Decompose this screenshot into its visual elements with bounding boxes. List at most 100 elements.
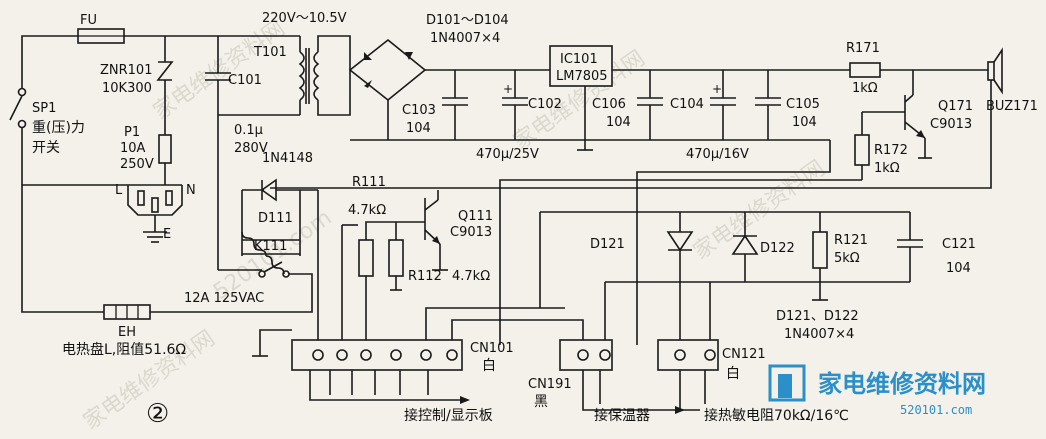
znr-label: ZNR101 xyxy=(100,63,152,78)
resistor-icon xyxy=(812,231,828,269)
eh-label: EH xyxy=(118,325,136,340)
q171-label: Q171 xyxy=(938,99,973,114)
resistor-icon xyxy=(388,239,404,277)
c101-label: C101 xyxy=(228,73,262,88)
t101-label: T101 xyxy=(253,45,287,60)
diode-icon xyxy=(241,178,301,232)
cn121-color: 白 xyxy=(726,366,740,382)
socket-n-label: N xyxy=(186,183,196,198)
relay-rating: 12A 125VAC xyxy=(184,291,264,306)
fuse-icon xyxy=(158,134,172,164)
relay-icon xyxy=(150,231,313,313)
connector-icon xyxy=(291,339,470,404)
capacitor-icon: + xyxy=(502,70,528,140)
d121-note: D121、D122 xyxy=(776,309,859,324)
diode-icon xyxy=(731,212,759,282)
capacitor-icon xyxy=(897,239,923,282)
socket-icon xyxy=(127,184,183,232)
q111-type: C9013 xyxy=(450,225,492,240)
svg-text:+: + xyxy=(712,82,722,96)
connector-icon xyxy=(657,339,719,411)
d111-type: 1N4148 xyxy=(262,151,313,166)
sp1-label: SP1 xyxy=(32,101,56,116)
lm7805-label: LM7805 xyxy=(556,69,608,84)
q171-type: C9013 xyxy=(930,117,972,132)
diode-icon xyxy=(666,212,694,345)
k111-label: K111 xyxy=(254,239,287,254)
to-thermistor: 接热敏电阻70kΩ/16℃ xyxy=(704,407,849,424)
socket-l-label: L xyxy=(115,183,123,198)
d121-label: D121 xyxy=(590,237,625,252)
figure-number: ② xyxy=(146,399,169,429)
p1-label: P1 xyxy=(124,125,140,140)
c102-value: 470μ/25V xyxy=(476,147,539,162)
mains-wiring xyxy=(9,28,300,313)
heater-icon xyxy=(103,304,151,320)
to-keeper: 接保温器 xyxy=(594,407,650,424)
r121-label: R121 xyxy=(834,233,868,248)
r111-value: 4.7kΩ xyxy=(348,203,386,218)
c105-value: 104 xyxy=(792,115,817,130)
capacitor-icon xyxy=(442,70,468,140)
sp1-desc-1: 重(压)力 xyxy=(32,120,85,136)
r171-value: 1kΩ xyxy=(852,81,878,96)
to-control-board: 接控制/显示板 xyxy=(404,407,493,424)
r171-label: R171 xyxy=(846,41,880,56)
regulator-icon xyxy=(549,45,850,151)
c104-label: C104 xyxy=(670,97,704,112)
cn191-color: 黑 xyxy=(534,394,548,410)
d121-note-type: 1N4007×4 xyxy=(784,327,854,342)
c121-label: C121 xyxy=(942,237,976,252)
r112-value: 4.7kΩ xyxy=(452,269,490,284)
heater-description: 电热盘L,阻值51.6Ω xyxy=(62,341,186,358)
bridge-rectifier-icon xyxy=(348,38,550,140)
varistor-icon xyxy=(156,61,174,81)
c121-value: 104 xyxy=(946,261,971,276)
svg-text:+: + xyxy=(503,82,513,96)
c105-label: C105 xyxy=(786,97,820,112)
logo-text: 家电维修资料网 xyxy=(818,370,986,398)
bridge-type: 1N4007×4 xyxy=(430,31,500,46)
c106-label: C106 xyxy=(592,97,626,112)
resistor-icon xyxy=(849,62,881,78)
cn191-label: CN191 xyxy=(528,377,572,392)
r112-label: R112 xyxy=(408,269,442,284)
ground-icon xyxy=(143,231,167,243)
transformer-icon xyxy=(218,35,351,116)
p1-voltage: 250V xyxy=(120,157,154,172)
capacitor-icon: + xyxy=(710,70,736,140)
bridge-label: D101～D104 xyxy=(426,13,509,28)
sp1-desc-2: 开关 xyxy=(32,140,60,156)
r172-value: 1kΩ xyxy=(874,161,900,176)
transistor-icon xyxy=(862,70,932,159)
r121-value: 5kΩ xyxy=(834,251,860,266)
c103-label: C103 xyxy=(402,103,436,118)
transistor-icon xyxy=(396,190,448,271)
znr-value: 10K300 xyxy=(102,81,152,96)
q111-label: Q111 xyxy=(458,209,493,224)
ic101-label: IC101 xyxy=(560,52,598,67)
svg-text:家电维修资料网: 家电维修资料网 xyxy=(149,16,290,125)
fu-label: FU xyxy=(80,13,97,28)
c101-cap: 0.1μ xyxy=(234,123,263,138)
socket-e-label: E xyxy=(163,227,171,242)
capacitor-icon xyxy=(755,70,781,140)
buzzer-label: BUZ171 xyxy=(986,99,1038,114)
resistor-icon xyxy=(358,239,374,277)
logo-url: 520101.com xyxy=(900,403,972,417)
c106-value: 104 xyxy=(606,115,631,130)
r111-label: R111 xyxy=(352,175,386,190)
r172-label: R172 xyxy=(874,143,908,158)
cn101-label: CN101 xyxy=(470,341,514,356)
d122-label: D122 xyxy=(760,241,795,256)
buzzer-icon xyxy=(270,47,1003,189)
p1-current: 10A xyxy=(120,141,146,156)
resistor-icon xyxy=(854,134,870,166)
c101-volt: 280V xyxy=(234,141,268,156)
c103-value: 104 xyxy=(406,121,431,136)
cn101-color: 白 xyxy=(482,358,496,374)
switch-icon xyxy=(9,87,27,129)
site-logo: 家电维修资料网 520101.com xyxy=(768,364,986,417)
